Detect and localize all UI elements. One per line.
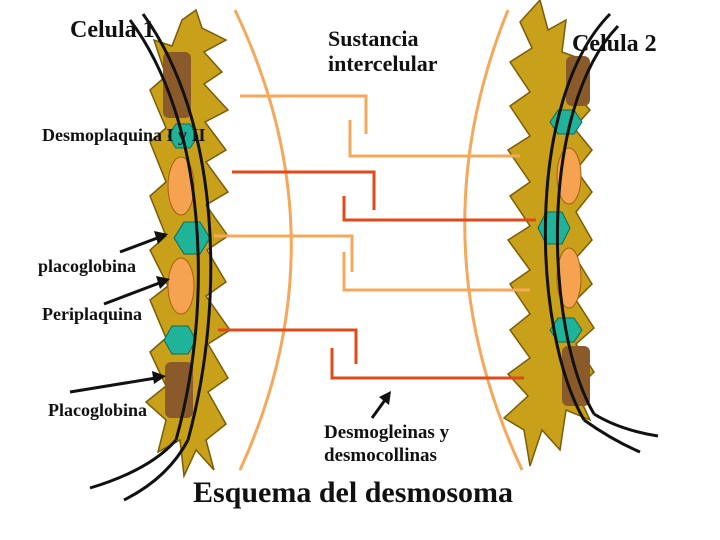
desmogleinas-label-line2: desmocollinas [324, 444, 437, 466]
arrow-placoglobina-upper [69, 371, 166, 394]
arrow-placoglobina-lower [119, 231, 168, 254]
arrow-periplaquina [103, 276, 170, 306]
desmoplaquina-label: Desmoplaquina I y II [42, 125, 206, 145]
cell1-label: Celula 1 [70, 17, 155, 43]
cell1-membrane-tail-2 [123, 439, 190, 502]
desmogleinas-label-line1: Desmogleinas y [324, 422, 450, 443]
arrow-desmogleinas [370, 391, 391, 419]
desmogleinas-label: Desmogleinas y desmocollinas [324, 422, 449, 468]
intercellular-label-line1: Sustancia [328, 26, 419, 51]
linker-red-1 [232, 170, 376, 210]
cell2-membrane-tail-2 [593, 412, 659, 438]
periplaquina-label: Periplaquina [42, 304, 143, 324]
cell2-brown-block-top [566, 56, 590, 106]
intercellular-boundary-right [463, 9, 524, 471]
cell1-membrane-tail-1 [89, 439, 178, 490]
cell2-membrane-outer [543, 12, 612, 421]
linker-red-4 [330, 348, 524, 380]
linker-red-3 [218, 328, 358, 364]
cell1-membrane-inner [141, 13, 213, 441]
cell2-membrane-inner [555, 24, 620, 415]
placoglobina-upper-label: Placoglobina [48, 400, 148, 420]
placoglobina-lower-label: placoglobina [38, 256, 137, 276]
intercellular-boundary-left [233, 9, 293, 471]
diagram-title: Esquema del desmosoma [193, 476, 514, 509]
linker-light-4 [342, 252, 530, 292]
linker-light-1 [240, 94, 368, 134]
cell1-brown-block-top [163, 52, 191, 118]
cell2-orange-oval-bottom [556, 247, 582, 309]
linker-light-3 [214, 234, 354, 272]
cell2-label: Celula 2 [572, 31, 657, 57]
linker-red-2 [342, 196, 536, 222]
cell1-membrane-outer [128, 19, 200, 441]
cell2-membrane-tail-1 [583, 418, 641, 454]
intercellular-label: Sustancia intercelular [328, 26, 438, 77]
linker-light-2 [348, 120, 520, 158]
intercellular-label-line2: intercelular [328, 51, 438, 77]
cell1-orange-oval-bottom [167, 257, 195, 315]
cell1-orange-oval-top [167, 156, 195, 216]
